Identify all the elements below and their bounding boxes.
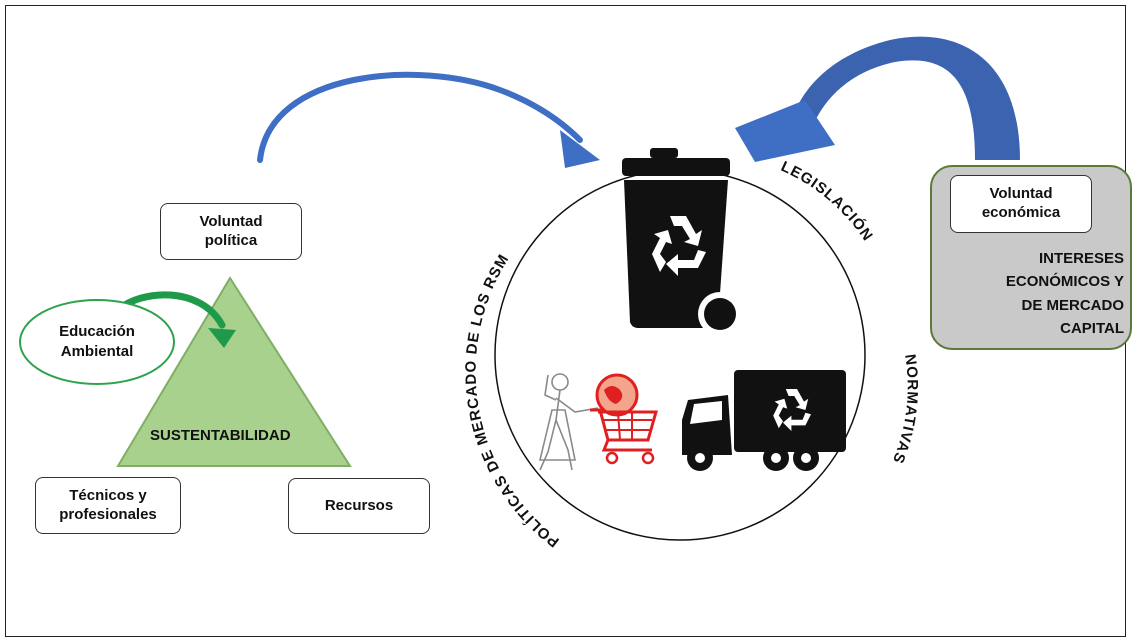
arc-text-normativas: NORMATIVAS [889, 353, 921, 466]
intereses-economicos-box: Voluntad económica INTERESES ECONÓMICOS … [930, 165, 1132, 350]
blue-curved-arrow-left [257, 71, 600, 168]
blue-curved-arrow-right [735, 36, 1020, 162]
education-ellipse [19, 299, 175, 385]
sustainability-triangle [116, 276, 352, 467]
voluntad-economica-box: Voluntad económica [950, 175, 1092, 233]
tecnicos-box: Técnicos y profesionales [35, 477, 181, 534]
intereses-economicos-label: INTERESES ECONÓMICOS Y DE MERCADO CAPITA… [1005, 250, 1124, 337]
voluntad-politica-box: Voluntad política [160, 203, 302, 260]
recursos-box: Recursos [288, 478, 430, 534]
sustentabilidad-label: SUSTENTABILIDAD [150, 427, 291, 444]
recycle-truck-icon [682, 370, 846, 471]
educacion-ambiental-label: Educación Ambiental [59, 323, 135, 360]
shopping-cart-globe-icon [590, 373, 658, 465]
recycle-bin-icon [622, 148, 742, 336]
